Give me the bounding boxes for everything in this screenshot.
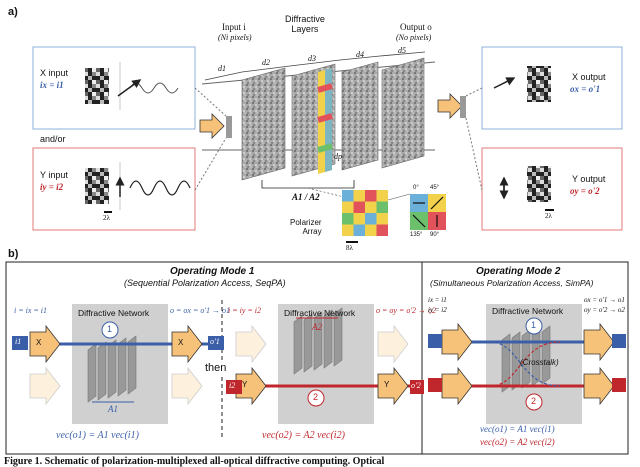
net-label-2: Diffractive Network	[284, 308, 356, 318]
arrow-y-2: Y	[384, 380, 390, 389]
x-input-label: X input	[40, 68, 69, 78]
lambda-pol: 8λ	[346, 244, 353, 252]
y-input-eq: iy = i2	[40, 182, 64, 192]
vec2-m2: vec(o2) = A2 vec(i2)	[480, 437, 555, 447]
angle-90: 90°	[430, 232, 440, 238]
polarizer-layer	[317, 68, 333, 174]
mode1-title: Operating Mode 1	[170, 266, 255, 277]
net-label-3: Diffractive Network	[492, 306, 564, 316]
tag-o2: o'2	[411, 381, 421, 390]
y-output-eq: oy = o'2	[570, 186, 600, 196]
d5-label: d5	[398, 46, 406, 55]
arrow-y-1: Y	[242, 380, 248, 389]
vec2-m1: vec(o2) = A2 vec(i2)	[262, 430, 345, 441]
diffractive-layer-4	[341, 61, 379, 171]
diffractive-layer-5	[381, 57, 425, 169]
m1b-eq-out: o = oy = o'2 → o2	[376, 306, 437, 315]
m1-eq-out: o = ox = o'1 → o1	[170, 306, 231, 315]
caption: Figure 1. Schematic of polarization-mult…	[4, 456, 385, 467]
panel-b-label: b)	[8, 248, 19, 260]
x-output-label: X output	[572, 72, 606, 82]
x-input-eq: ix = i1	[40, 80, 64, 90]
dp-label: dp	[334, 152, 342, 161]
a1-label: A1	[108, 404, 118, 414]
circle-2-m2: 2	[531, 396, 537, 406]
diffractive-layer-1	[241, 67, 286, 181]
angle-legend	[410, 194, 446, 230]
x-output-image	[527, 66, 551, 102]
tag-i1: i1	[15, 337, 22, 346]
vec1-m1: vec(o1) = A1 vec(i1)	[56, 430, 139, 441]
mode1-sub: (Sequential Polarization Access, SeqPA)	[124, 278, 286, 288]
output-arrow	[437, 93, 463, 119]
y-input-image	[85, 168, 109, 204]
angle-135: 135°	[410, 232, 423, 238]
net-label-1: Diffractive Network	[78, 308, 150, 318]
m2-out-a: ox = o'1 → o1	[584, 296, 625, 304]
a-matrix-label: A1 / A2	[292, 192, 320, 202]
a2-label: A2	[312, 322, 322, 332]
tag-i2: i2	[229, 381, 236, 390]
mode2-sub: (Simultaneous Polarization Access, SimPA…	[430, 278, 594, 288]
tag-o1: o'1	[210, 337, 220, 346]
circle-2: 2	[313, 392, 319, 402]
polarizer-array	[342, 190, 388, 236]
mode2-title: Operating Mode 2	[476, 266, 561, 277]
y-input-label: Y input	[40, 170, 68, 180]
d3-label: d3	[308, 54, 316, 63]
arrow-x-2: X	[178, 338, 184, 347]
vec1-m2: vec(o1) = A1 vec(i1)	[480, 424, 555, 434]
output-title: Output o	[400, 22, 432, 32]
angle-0: 0°	[413, 185, 419, 191]
y-output-image	[527, 166, 551, 202]
d1-label: d1	[218, 64, 226, 73]
m2-in-b: iy = i2	[428, 306, 447, 314]
m2-in-a: ix = i1	[428, 296, 447, 304]
input-pixels: (Ni pixels)	[218, 33, 252, 42]
then-label: then	[205, 362, 227, 374]
polarizer-label: Polarizer Array	[290, 218, 322, 236]
input-arrow	[199, 113, 225, 139]
circle-1-m2: 1	[531, 320, 537, 330]
m1-eq-in: i = ix = i1	[14, 306, 48, 315]
lambda-in: 2λ	[103, 214, 110, 222]
m1b-eq-in: i = iy = i2	[228, 306, 262, 315]
y-output-box	[481, 147, 623, 231]
input-title: Input i	[222, 22, 246, 32]
x-input-image	[85, 68, 109, 104]
y-input-box	[32, 147, 196, 231]
layers-title: Diffractive Layers	[285, 14, 325, 34]
output-pixels: (No pixels)	[396, 33, 432, 42]
d4-label: d4	[356, 50, 364, 59]
x-output-box	[481, 46, 623, 130]
circle-1: 1	[107, 324, 113, 334]
andor-label: and/or	[40, 134, 66, 144]
lambda-out: 2λ	[545, 212, 552, 220]
arrow-x-1: X	[36, 338, 42, 347]
m2-out-b: oy = o'2 → o2	[584, 306, 625, 314]
x-output-eq: ox = o'1	[570, 84, 601, 94]
panel-a-label: a)	[8, 6, 18, 18]
angle-45: 45°	[430, 185, 440, 191]
d2-label: d2	[262, 58, 270, 67]
y-output-label: Y output	[572, 174, 606, 184]
crosstalk-label: (Crosstalk)	[520, 358, 559, 367]
